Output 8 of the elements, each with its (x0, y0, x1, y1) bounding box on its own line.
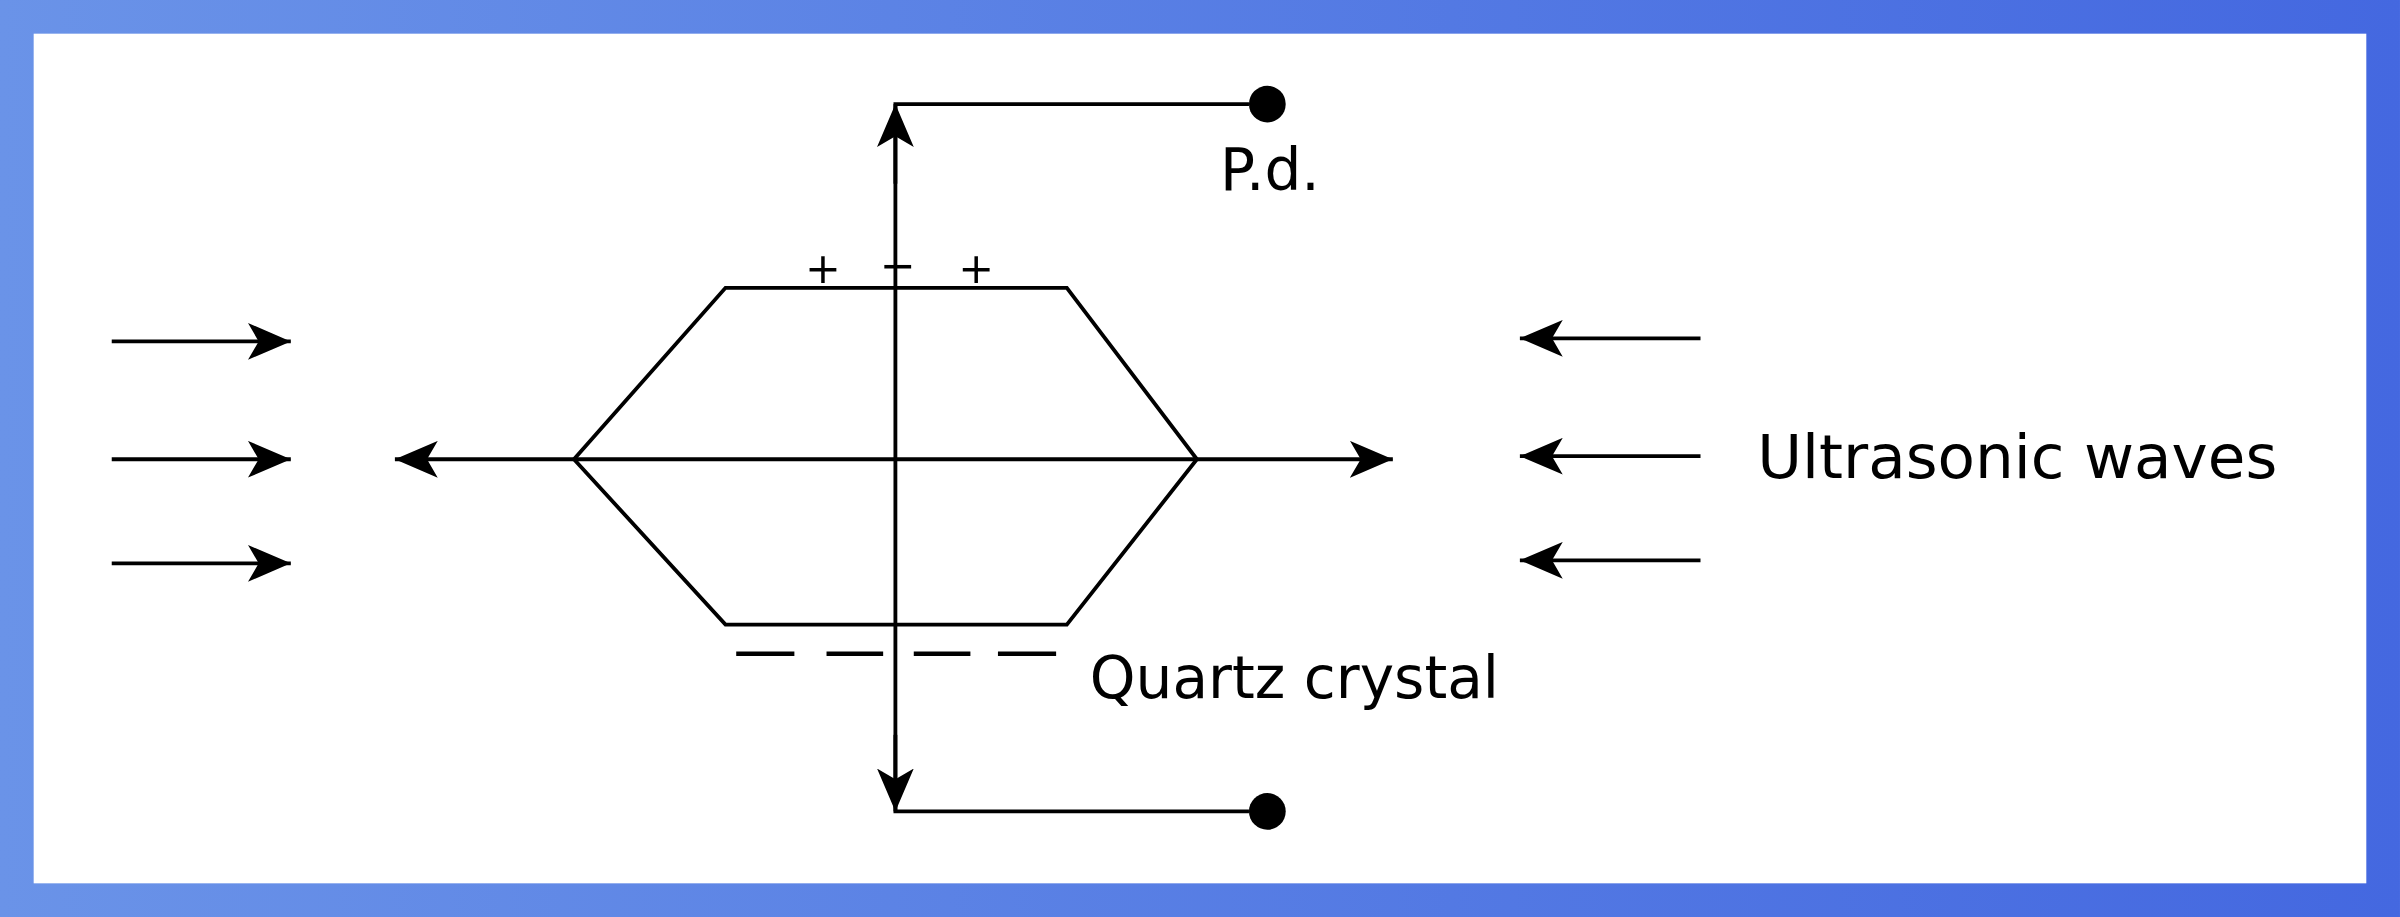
charge-sign: + (958, 248, 995, 291)
quartz-crystal-drawing (573, 287, 1197, 625)
terminal-dot (1248, 85, 1286, 123)
charge-sign: + (805, 248, 841, 291)
wave-label: Ultrasonic waves (1757, 425, 2278, 487)
terminal-label: P.d. (1219, 140, 1320, 199)
part-label: Quartz crystal (1089, 649, 1500, 708)
terminal-dot (1248, 793, 1286, 830)
